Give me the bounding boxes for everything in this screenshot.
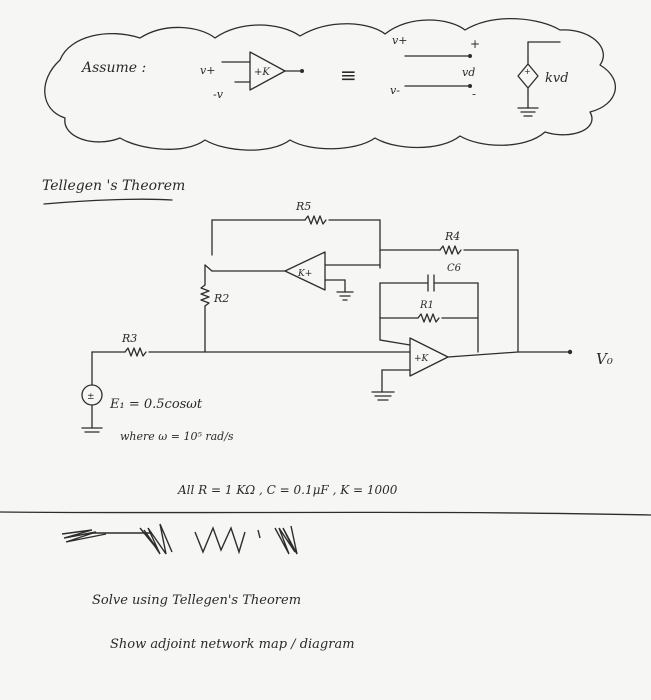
label-R3: R3: [121, 332, 137, 345]
label-R5: R5: [295, 200, 311, 213]
assume-plus: +: [470, 37, 480, 51]
assume-opamp: [221, 51, 304, 91]
assume-label: Assume :: [80, 60, 146, 76]
assume-vminus-node: v-: [390, 84, 400, 97]
source-polarity: ±: [87, 392, 95, 402]
assume-vplus-in: v+: [200, 64, 215, 77]
circuit-wires: [81, 215, 573, 433]
divider-line: [0, 511, 651, 516]
assume-gain-symbol: +K: [254, 67, 270, 78]
dependent-source: +: [517, 41, 561, 117]
equiv-terminals: [404, 54, 472, 88]
assume-vd: vd: [462, 66, 475, 79]
assume-minus: -: [472, 87, 476, 101]
scribble-out: [61, 523, 298, 555]
label-R4: R4: [444, 230, 460, 243]
cloud-outline: [44, 17, 616, 151]
dep-source-label: kvd: [545, 71, 569, 86]
label-C6: C6: [447, 263, 462, 274]
label-opamp-top: K+: [297, 269, 312, 279]
assume-vminus-in: -v: [213, 88, 224, 101]
source-where: where ω = 10⁵ rad/s: [120, 430, 234, 443]
title-underline: [43, 198, 173, 205]
label-vout: V₀: [596, 350, 613, 368]
assume-vplus-top: v+: [392, 34, 407, 47]
label-R1: R1: [419, 300, 434, 311]
instruction-line2: Show adjoint network map / diagram: [110, 637, 355, 652]
equiv-symbol: ≡: [340, 63, 357, 87]
label-R2: R2: [213, 292, 229, 305]
label-opamp-main: +K: [414, 354, 430, 364]
section-title: Tellegen 's Theorem: [42, 178, 185, 194]
instruction-line1: Solve using Tellegen's Theorem: [92, 593, 301, 608]
svg-text:+: +: [524, 67, 531, 76]
parameters: All R = 1 KΩ , C = 0.1μF , K = 1000: [177, 483, 398, 497]
source-equation: E₁ = 0.5cosωt: [109, 397, 203, 412]
